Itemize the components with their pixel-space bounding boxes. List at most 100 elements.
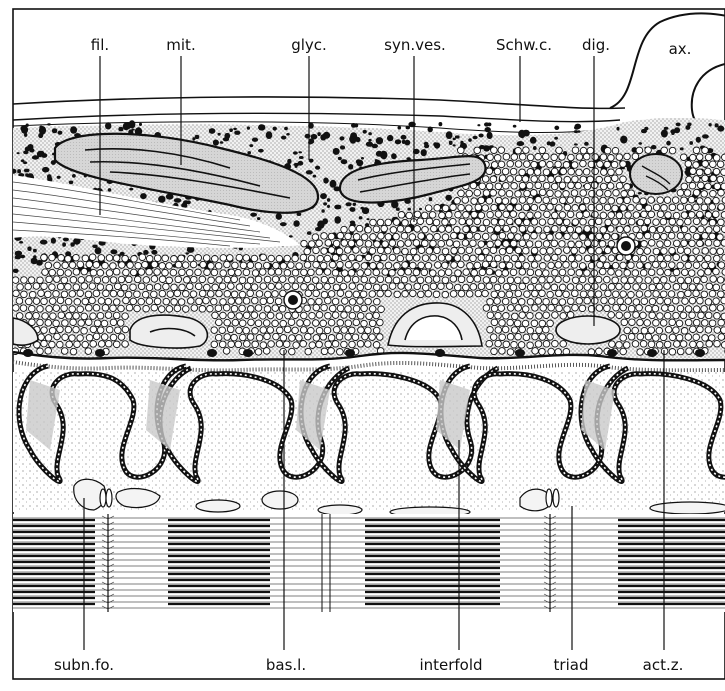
- synaptic-vesicle: [693, 176, 700, 183]
- synaptic-vesicle: [236, 327, 243, 334]
- synaptic-vesicle: [328, 291, 335, 298]
- synaptic-vesicle: [645, 147, 652, 154]
- synaptic-vesicle: [547, 320, 554, 327]
- synaptic-vesicle: [491, 219, 498, 226]
- synaptic-vesicle: [49, 284, 56, 291]
- synaptic-vesicle: [81, 268, 88, 275]
- synaptic-vesicle: [365, 341, 372, 348]
- glycogen-granule: [311, 134, 318, 140]
- synaptic-vesicle: [422, 226, 429, 233]
- synaptic-vesicle: [584, 226, 591, 233]
- synaptic-vesicle: [45, 348, 52, 355]
- synaptic-vesicle: [494, 226, 501, 233]
- glycogen-granule: [468, 138, 472, 142]
- synaptic-vesicle: [506, 291, 513, 298]
- synaptic-vesicle: [184, 277, 191, 284]
- synaptic-vesicle: [690, 326, 697, 333]
- synaptic-vesicle: [698, 312, 705, 319]
- glycogen-granule: [487, 132, 493, 139]
- synaptic-vesicle: [648, 341, 655, 348]
- synaptic-vesicle: [536, 313, 543, 320]
- synaptic-vesicle: [487, 312, 494, 319]
- synaptic-vesicle: [442, 219, 449, 226]
- synaptic-vesicle: [240, 262, 247, 269]
- synaptic-vesicle: [224, 276, 231, 283]
- synaptic-vesicle: [690, 168, 697, 175]
- synaptic-vesicle: [603, 262, 610, 269]
- synaptic-vesicle: [349, 299, 356, 306]
- glycogen-granule: [229, 128, 233, 132]
- synaptic-vesicle: [515, 333, 522, 340]
- active-zone-density: [435, 349, 445, 357]
- synaptic-vesicle: [73, 284, 80, 291]
- synaptic-vesicle: [255, 320, 262, 327]
- synaptic-vesicle: [575, 197, 582, 204]
- synaptic-vesicle: [507, 161, 514, 168]
- synaptic-vesicle: [259, 269, 266, 276]
- synaptic-vesicle: [688, 212, 695, 219]
- glycogen-granule: [407, 208, 411, 211]
- synaptic-vesicle: [507, 277, 514, 284]
- synaptic-vesicle: [502, 198, 509, 205]
- synaptic-vesicle: [547, 291, 554, 298]
- synaptic-vesicle: [195, 283, 202, 290]
- synaptic-vesicle: [425, 290, 432, 297]
- synaptic-vesicle: [312, 277, 319, 284]
- glycogen-granule: [366, 218, 369, 220]
- synaptic-vesicle: [421, 269, 428, 276]
- synaptic-vesicle: [284, 255, 291, 262]
- synaptic-vesicle: [491, 234, 498, 241]
- synaptic-vesicle: [600, 197, 607, 204]
- synaptic-vesicle: [123, 269, 130, 276]
- synaptic-vesicle: [25, 283, 32, 290]
- synaptic-vesicle: [353, 263, 360, 270]
- synaptic-vesicle: [316, 312, 323, 319]
- synaptic-vesicle: [462, 240, 469, 247]
- synaptic-vesicle: [49, 327, 56, 334]
- synaptic-vesicle: [470, 284, 477, 291]
- synaptic-vesicle: [673, 212, 680, 219]
- synaptic-vesicle: [632, 341, 639, 348]
- synaptic-vesicle: [527, 154, 534, 161]
- synaptic-vesicle: [688, 270, 695, 277]
- synaptic-vesicle: [547, 161, 554, 168]
- synaptic-vesicle: [454, 255, 461, 262]
- synaptic-vesicle: [381, 225, 388, 232]
- synaptic-vesicle: [301, 269, 308, 276]
- synaptic-vesicle: [564, 176, 571, 183]
- synaptic-vesicle: [426, 218, 433, 225]
- synaptic-vesicle: [548, 176, 555, 183]
- synaptic-vesicle: [669, 334, 676, 341]
- synaptic-vesicle: [608, 312, 615, 319]
- synaptic-vesicle: [402, 248, 409, 255]
- synaptic-vesicle: [163, 283, 170, 290]
- synaptic-vesicle: [567, 226, 574, 233]
- synaptic-vesicle: [552, 269, 559, 276]
- synaptic-vesicle: [451, 262, 458, 269]
- synaptic-vesicle: [491, 162, 498, 169]
- synaptic-vesicle: [352, 334, 359, 341]
- synaptic-vesicle: [337, 290, 344, 297]
- synaptic-vesicle: [499, 204, 506, 211]
- synaptic-vesicle: [572, 176, 579, 183]
- synaptic-vesicle: [273, 262, 280, 269]
- synaptic-vesicle: [486, 255, 493, 262]
- synaptic-vesicle: [459, 218, 466, 225]
- glycogen-granule: [479, 134, 484, 138]
- synaptic-vesicle: [592, 240, 599, 247]
- synaptic-vesicle: [445, 269, 452, 276]
- synaptic-vesicle: [58, 312, 65, 319]
- synaptic-vesicle: [600, 183, 607, 190]
- synaptic-vesicle: [641, 298, 648, 305]
- synaptic-vesicle: [548, 304, 555, 311]
- synaptic-vesicle: [705, 240, 712, 247]
- glycogen-granule: [293, 151, 298, 154]
- synaptic-vesicle: [524, 291, 531, 298]
- glycogen-granule: [220, 141, 224, 144]
- synaptic-vesicle: [292, 327, 299, 334]
- synaptic-vesicle: [377, 290, 384, 297]
- synaptic-vesicle: [263, 348, 270, 355]
- synaptic-vesicle: [648, 269, 655, 276]
- synaptic-vesicle: [365, 241, 372, 248]
- synaptic-vesicle: [641, 211, 648, 218]
